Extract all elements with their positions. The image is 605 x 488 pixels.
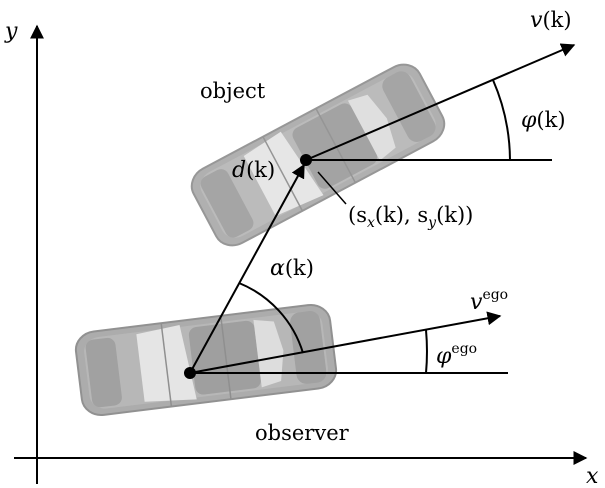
y-axis-label: y: [4, 19, 18, 44]
observer-label: observer: [255, 421, 350, 445]
heading-angle-label: φ(k): [521, 108, 566, 133]
velocity-vector-object: [305, 43, 576, 161]
ego-velocity-label: vego: [470, 287, 508, 315]
distance-vector: [189, 163, 305, 374]
observer-car-image: [72, 301, 340, 419]
object-position-dot: [300, 154, 312, 166]
velocity-vector-ego: [189, 311, 502, 374]
alpha-angle-arc: [238, 282, 304, 354]
object-label: object: [200, 79, 266, 103]
object-position-label: (sx(k), sy(k)): [348, 203, 473, 231]
alpha-angle-label: α(k): [270, 256, 314, 281]
distance-label: d(k): [232, 158, 275, 183]
phi-angle-arc: [492, 79, 511, 161]
phi-ego-angle-arc: [425, 329, 428, 374]
observer-position-dot: [184, 367, 196, 379]
velocity-label-object: v(k): [530, 8, 572, 33]
position-pointer-line: [317, 171, 347, 205]
x-axis-label: x: [586, 464, 599, 488]
ego-heading-angle-label: φego: [436, 341, 477, 369]
